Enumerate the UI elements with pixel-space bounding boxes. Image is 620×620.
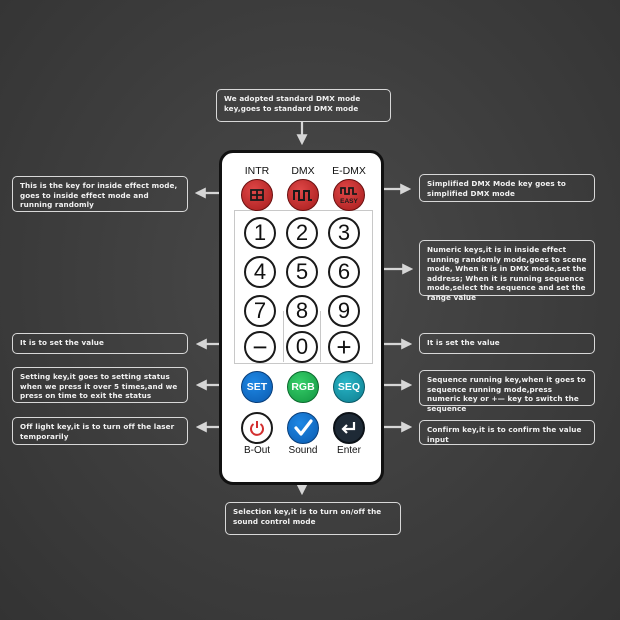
key-9[interactable]: 9 — [328, 295, 360, 327]
key-3[interactable]: 3 — [328, 217, 360, 249]
callout-dmx-mode: We adopted standard DMX mode key,goes to… — [216, 89, 391, 122]
label-bout: B-Out — [232, 445, 282, 456]
bout-button[interactable] — [241, 412, 273, 444]
dmx-button[interactable] — [287, 179, 319, 211]
label-edmx: E-DMX — [324, 165, 374, 177]
key-6[interactable]: 6 — [328, 256, 360, 288]
key-7[interactable]: 7 — [244, 295, 276, 327]
label-intr: INTR — [232, 165, 282, 177]
callout-edmx: Simplified DMX Mode key goes to simplifi… — [419, 174, 595, 202]
callout-numeric: Numeric keys,it is in inside effect runn… — [419, 240, 595, 296]
easy-wave-icon: EASY — [337, 183, 361, 207]
callout-set: Setting key,it goes to setting status wh… — [12, 367, 188, 403]
callout-plus: It is set the value — [419, 333, 595, 354]
intr-icon — [247, 185, 267, 205]
label-enter: Enter — [324, 445, 374, 456]
enter-button[interactable] — [333, 412, 365, 444]
key-0[interactable]: 0 — [286, 331, 318, 363]
checkmark-icon — [292, 417, 314, 439]
key-2[interactable]: 2 — [286, 217, 318, 249]
callout-seq: Sequence running key,when it goes to seq… — [419, 370, 595, 406]
set-button[interactable]: SET — [241, 371, 273, 403]
dmx-wave-icon — [292, 186, 314, 204]
callout-sound: Selection key,it is to turn on/off the s… — [225, 502, 401, 535]
power-icon — [247, 418, 267, 438]
plus-button[interactable]: + — [328, 331, 360, 363]
key-4[interactable]: 4 — [244, 256, 276, 288]
intr-button[interactable] — [241, 179, 273, 211]
sound-button[interactable] — [287, 412, 319, 444]
remote-control: INTR DMX E-DMX EASY 1 2 3 4 5 6 7 8 9 − … — [219, 150, 384, 485]
key-5[interactable]: 5 — [286, 256, 318, 288]
key-1[interactable]: 1 — [244, 217, 276, 249]
easy-label: EASY — [340, 198, 358, 205]
key-8[interactable]: 8 — [286, 295, 318, 327]
callout-intr: This is the key for inside effect mode, … — [12, 176, 188, 212]
label-sound: Sound — [278, 445, 328, 456]
enter-return-icon — [339, 418, 359, 438]
edmx-button[interactable]: EASY — [333, 179, 365, 211]
label-dmx: DMX — [278, 165, 328, 177]
rgb-button[interactable]: RGB — [287, 371, 319, 403]
seq-button[interactable]: SEQ — [333, 371, 365, 403]
minus-button[interactable]: − — [244, 331, 276, 363]
callout-minus: It is to set the value — [12, 333, 188, 354]
callout-bout: Off light key,it is to turn off the lase… — [12, 417, 188, 445]
callout-enter: Confirm key,it is to confirm the value i… — [419, 420, 595, 445]
